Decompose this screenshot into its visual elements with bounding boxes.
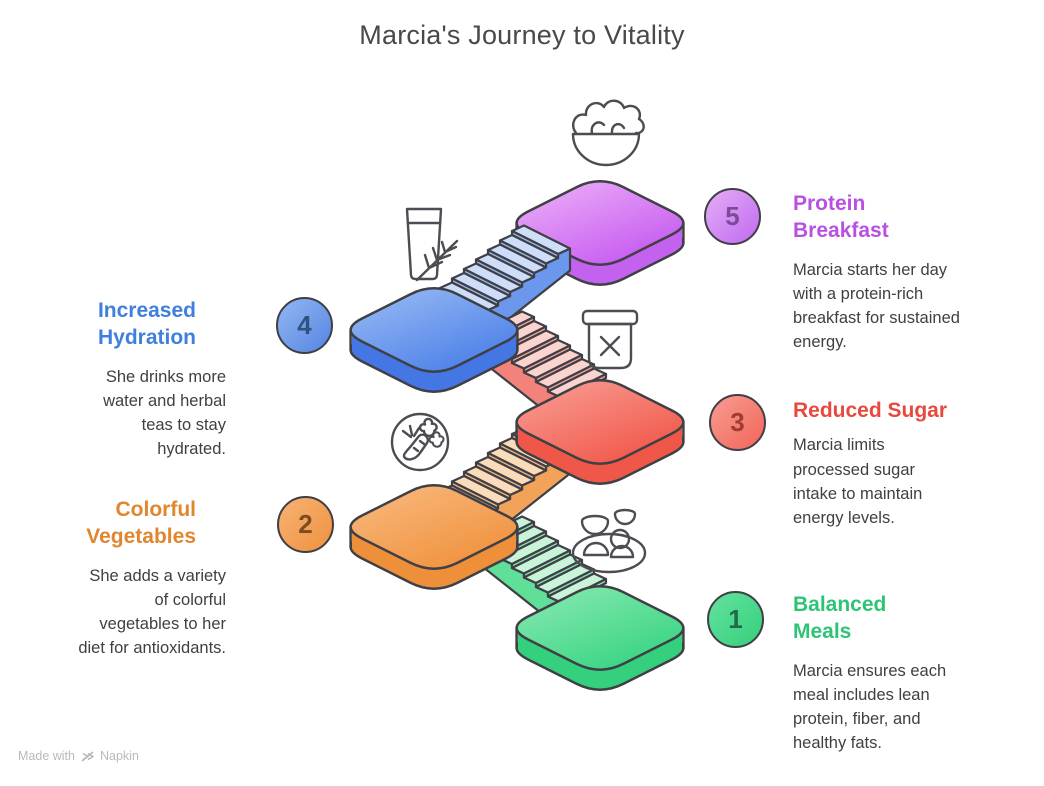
made-with-label: Made with (18, 749, 75, 763)
salad-bowl-icon (571, 99, 645, 167)
step-2-text-block: Colorful Vegetables She adds a variety o… (30, 496, 226, 661)
step-4-badge: 4 (276, 297, 333, 354)
step-1-number: 1 (728, 604, 743, 634)
made-with-napkin-credit: Made with Napkin (18, 749, 139, 763)
step-3-number: 3 (730, 407, 745, 437)
platform-step1-balanced-meals (515, 585, 685, 691)
step-5-title: Protein Breakfast (793, 192, 889, 243)
step-5-description: Marcia starts her day with a protein-ric… (793, 260, 960, 352)
step-4-text-block: Increased Hydration She drinks more wate… (30, 297, 226, 462)
vegetables-icon (390, 412, 450, 472)
step-1-badge: 1 (707, 591, 764, 648)
platform-step4-increased-hydration (349, 287, 519, 393)
napkin-logo-icon (81, 750, 94, 762)
step-3-description: Marcia limits processed sugar intake to … (793, 436, 923, 528)
platform-step3-reduced-sugar (515, 379, 685, 485)
step-4-title: Increased Hydration (97, 299, 196, 350)
step-2-title: Colorful Vegetables (86, 498, 196, 549)
balanced-meal-icon (571, 508, 647, 574)
step-1-text-block: Balanced Meals Marcia ensures each meal … (793, 591, 1003, 756)
water-glass-icon (405, 207, 459, 282)
step-1-description: Marcia ensures each meal includes lean p… (793, 661, 947, 753)
step-1-title: Balanced Meals (793, 593, 887, 644)
step-5-badge: 5 (704, 188, 761, 245)
platform-step2-colorful-vegetables (349, 484, 519, 590)
brand-label: Napkin (99, 749, 139, 763)
step-3-text-block: Reduced Sugar Marcia limits processed su… (793, 397, 1003, 530)
no-sugar-box-icon (581, 309, 639, 370)
page-title: Marcia's Journey to Vitality (359, 20, 685, 50)
step-3-badge: 3 (709, 394, 766, 451)
step-2-number: 2 (298, 509, 313, 539)
step-5-text-block: Protein Breakfast Marcia starts her day … (793, 190, 1003, 355)
staircase-blue (438, 224, 572, 339)
step-3-title: Reduced Sugar (793, 399, 948, 422)
step-2-badge: 2 (277, 496, 334, 553)
step-4-description: She drinks more water and herbal teas to… (103, 367, 226, 459)
step-5-number: 5 (725, 201, 740, 231)
step-2-description: She adds a variety of colorful vegetable… (78, 566, 226, 658)
step-4-number: 4 (297, 310, 312, 340)
